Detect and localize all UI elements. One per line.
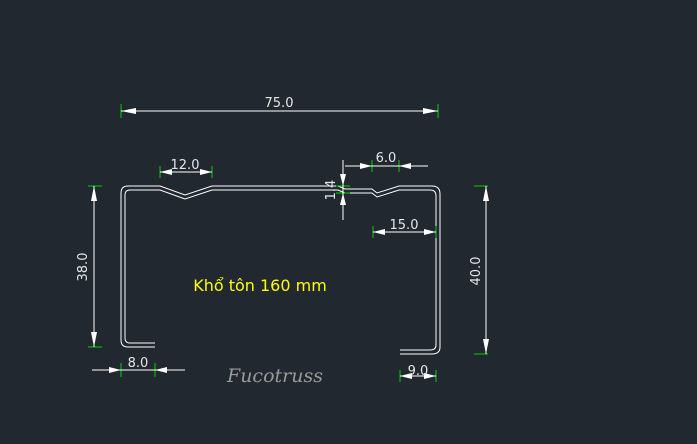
right-height-label: 40.0 — [469, 257, 484, 286]
right-flange-label: 15.0 — [390, 218, 419, 233]
left-groove-label: 12.0 — [171, 158, 200, 173]
bottom-left-lip-label: 8.0 — [128, 356, 149, 371]
dimension-right-groove: 6.0 — [345, 151, 428, 172]
dimension-right-flange: 15.0 — [372, 218, 437, 238]
watermark-text: Fucotruss — [226, 365, 323, 387]
right-groove-label: 6.0 — [376, 151, 397, 166]
sheet-width-title: Khổ tôn 160 mm — [193, 276, 327, 295]
dimension-left-groove: 12.0 — [159, 158, 213, 178]
dimension-bottom-right-lip: 9.0 — [399, 364, 437, 382]
dimension-bottom-left-lip: 8.0 — [92, 356, 185, 377]
left-height-label: 38.0 — [76, 253, 91, 282]
dimension-groove-depth: 1.4 — [324, 160, 350, 220]
dimension-left-height: 38.0 — [76, 185, 102, 348]
profile-inner-edge — [124, 189, 437, 351]
bottom-right-lip-label: 9.0 — [408, 364, 429, 379]
overall-width-label: 75.0 — [265, 96, 294, 111]
profile-outer-edge — [120, 185, 441, 355]
groove-depth-label: 1.4 — [324, 180, 339, 201]
dimension-overall-width: 75.0 — [120, 96, 439, 118]
dimension-right-height: 40.0 — [469, 185, 489, 355]
steel-profile — [120, 185, 441, 355]
